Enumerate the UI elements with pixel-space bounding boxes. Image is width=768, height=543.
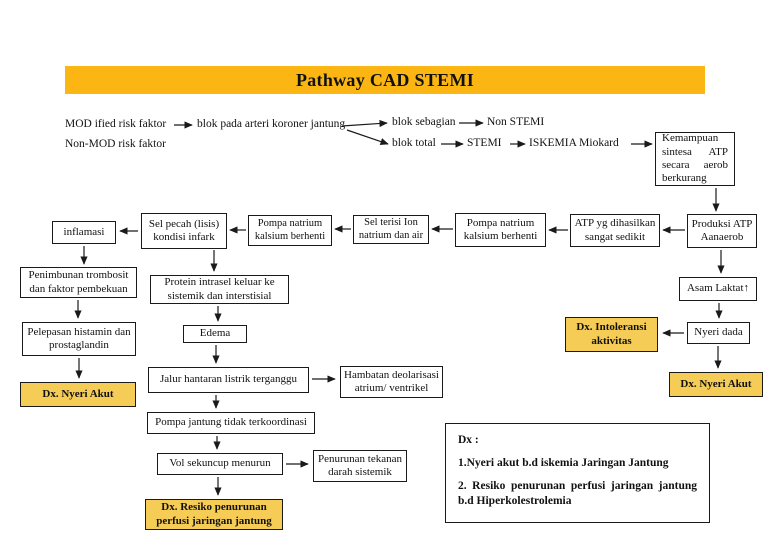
- arrow: [346, 129, 389, 145]
- label-mod-risk: MOD ified risk faktor: [65, 118, 167, 130]
- label-blok-arteri: blok pada arteri koroner jantung: [197, 118, 346, 130]
- node-inflamasi: inflamasi: [52, 221, 116, 244]
- node-dx-intoleransi: Dx. Intoleransi aktivitas: [565, 317, 658, 352]
- kemampuan-line1: Kemampuan: [662, 132, 719, 145]
- node-edema: Edema: [183, 325, 247, 343]
- label-non-mod-risk: Non-MOD risk faktor: [65, 138, 166, 150]
- node-jalur-hantaran: Jalur hantaran listrik terganggu: [148, 367, 309, 393]
- node-produksi-atp: Produksi ATP Aanaerob: [687, 214, 757, 248]
- label-iskemia: ISKEMIA Miokard: [529, 137, 619, 149]
- dx-summary-heading: Dx :: [458, 434, 479, 446]
- node-pelepasan-histamin: Pelepasan histamin dan prostaglandin: [22, 322, 136, 356]
- label-non-stemi: Non STEMI: [487, 116, 545, 128]
- node-pompa-jantung: Pompa jantung tidak terkoordinasi: [147, 412, 315, 434]
- label-blok-total: blok total: [392, 137, 436, 149]
- dx-summary-item1: 1.Nyeri akut b.d iskemia Jaringan Jantun…: [458, 456, 669, 469]
- label-stemi: STEMI: [467, 137, 502, 149]
- node-penimbunan-trombosit: Penimbunan trombosit dan faktor pembekua…: [20, 267, 137, 298]
- asam-laktat-label: Asam Laktat: [686, 282, 744, 295]
- kemampuan-line4: berkurang: [662, 172, 707, 185]
- dx-summary-box: Dx : 1.Nyeri akut b.d iskemia Jaringan J…: [445, 423, 710, 523]
- node-vol-sekuncup: Vol sekuncup menurun: [157, 453, 283, 475]
- node-kemampuan-sintesa-atp: Kemampuan sintesa ATP secara aerob berkura…: [655, 132, 735, 186]
- page-title: Pathway CAD STEMI: [65, 66, 705, 94]
- node-dx-resiko-penurunan: Dx. Resiko penurunan perfusi jaringan ja…: [145, 499, 283, 530]
- label-blok-sebagian: blok sebagian: [392, 116, 456, 128]
- kemampuan-line3b: aerob: [703, 159, 728, 171]
- node-sel-pecah: Sel pecah (lisis) kondisi infark: [141, 213, 227, 249]
- kemampuan-line3a: secara: [662, 159, 690, 171]
- node-dx-nyeri-akut-left: Dx. Nyeri Akut: [20, 382, 136, 407]
- dx-summary-item2: 2. Resiko penurunan perfusi jaringan jan…: [458, 479, 697, 507]
- node-hambatan-deolarisasi: Hambatan deolarisasi atrium/ ventrikel: [340, 366, 443, 398]
- node-dx-nyeri-akut-right: Dx. Nyeri Akut: [669, 372, 763, 397]
- up-arrow-icon: ↑: [743, 282, 750, 295]
- node-pompa-natrium-1: Pompa natrium kalsium berhenti: [248, 215, 332, 246]
- node-sel-terisi: Sel terisi Ion natrium dan air: [353, 215, 429, 244]
- node-asam-laktat: Asam Laktat↑: [679, 277, 757, 301]
- kemampuan-line2a: sintesa: [662, 145, 692, 158]
- node-penurunan-tekanan: Penurunan tekanan darah sistemik: [313, 450, 407, 482]
- node-protein-intrasel: Protein intrasel keluar ke sistemik dan …: [150, 275, 289, 304]
- node-pompa-natrium-2: Pompa natrium kalsium berhenti: [455, 213, 546, 247]
- node-nyeri-dada: Nyeri dada: [687, 322, 750, 344]
- kemampuan-line2b: ATP: [708, 145, 728, 158]
- node-atp-sedikit: ATP yg dihasilkan sangat sedikit: [570, 214, 660, 247]
- arrow: [341, 119, 388, 128]
